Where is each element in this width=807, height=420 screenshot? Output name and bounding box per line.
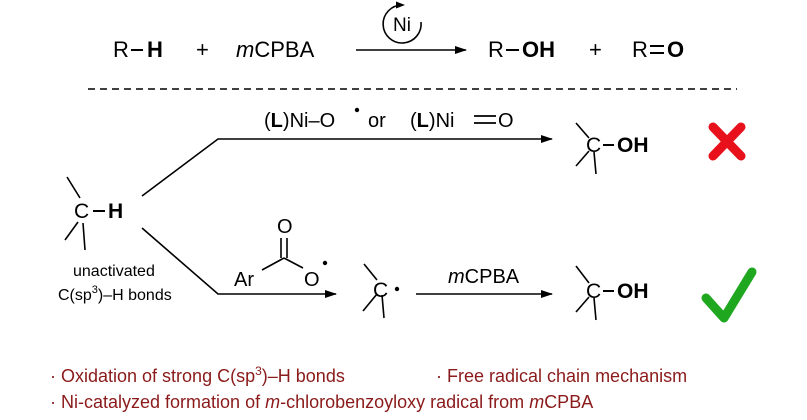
bond-line: [64, 221, 79, 241]
product-carbon: C: [586, 134, 601, 157]
carbonyl-o: O: [277, 216, 293, 238]
highlight-radical-chain: · Free radical chain mechanism: [436, 366, 687, 386]
success-check-icon: [701, 267, 757, 323]
reactant-r: R: [113, 37, 129, 62]
oxo-o: O: [498, 110, 514, 132]
substrate-hydrogen: H: [108, 200, 123, 223]
ketone-o: O: [667, 37, 684, 62]
ni-oxo-label: (L)Ni: [410, 110, 454, 132]
fail-x-icon: [708, 122, 746, 161]
ketone-r: R: [632, 37, 648, 62]
bond-line: [283, 257, 304, 269]
plus-sign: +: [196, 37, 209, 62]
plus-sign: +: [589, 37, 602, 62]
radical-dot: [354, 107, 360, 113]
bond-line: [362, 293, 378, 312]
substrate-structure: C H unactivated C(sp3)–H bonds: [58, 176, 172, 304]
catalytic-cycle-arrow: [382, 1, 422, 44]
bond-line: [82, 222, 86, 251]
mcpba-label: mCPBA: [236, 37, 315, 62]
bond-line: [363, 263, 378, 281]
highlight-ni-catalyzed: · Ni-catalyzed formation of m-chlorobenz…: [50, 392, 593, 412]
highlights: · Oxidation of strong C(sp3)–H bonds · F…: [50, 364, 687, 412]
substrate-caption-2: C(sp3)–H bonds: [58, 284, 172, 304]
bond-line: [593, 151, 597, 175]
ni-oxyl-label: (L)Ni–O: [264, 110, 335, 132]
radical-dot: [322, 260, 328, 266]
bond-line: [593, 297, 597, 321]
bond-line: [575, 150, 590, 167]
lower-reaction-arrow-1: [141, 227, 337, 298]
lower-pathway: O Ar O C mCPBA C OH: [141, 216, 757, 323]
product-oh: OH: [617, 134, 649, 157]
substrate-caption-1: unactivated: [73, 263, 155, 280]
radical-dot: [394, 286, 400, 292]
reactant-h: H: [147, 37, 163, 62]
highlight-strong-bonds: · Oxidation of strong C(sp3)–H bonds: [50, 364, 345, 386]
bond-line: [66, 176, 81, 199]
bond-line: [575, 265, 590, 284]
mcpba-reagent: mCPBA: [448, 266, 520, 288]
bond-line: [261, 257, 285, 271]
product-carbon: C: [586, 280, 601, 303]
bond-line: [575, 122, 590, 139]
fail-x-stroke: [708, 122, 746, 161]
aryl-ar: Ar: [234, 269, 254, 291]
product-oh: OH: [617, 280, 649, 303]
product-oh: OH: [522, 37, 555, 62]
radical-o: O: [304, 269, 320, 291]
bond-line: [575, 296, 590, 313]
general-reaction: R H + mCPBA Ni R OH + R O: [113, 1, 684, 62]
upper-pathway: (L)Ni–O or (L)Ni O C OH: [141, 107, 746, 197]
intermediate-carbon: C: [373, 279, 388, 302]
upper-reaction-arrow: [141, 135, 553, 197]
bond-line: [381, 294, 385, 319]
catalyst-ni: Ni: [393, 15, 411, 36]
substrate-carbon: C: [74, 200, 89, 223]
or-text: or: [368, 110, 386, 132]
product-r: R: [488, 37, 504, 62]
